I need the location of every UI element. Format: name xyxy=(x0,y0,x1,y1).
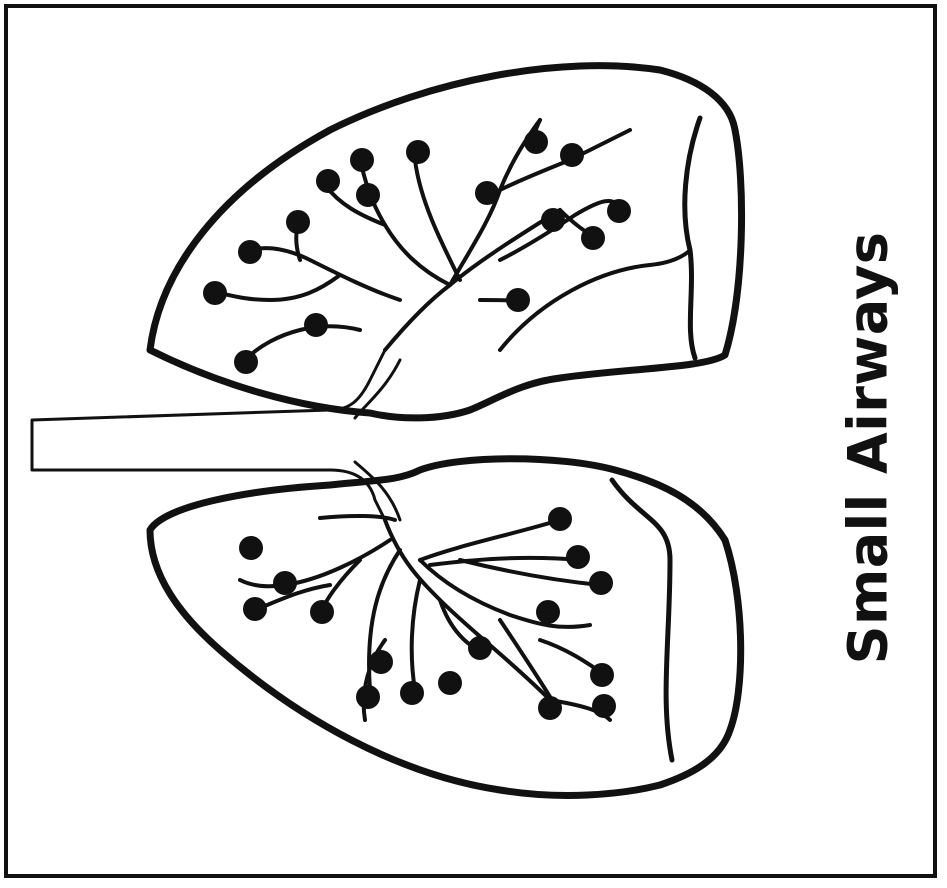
small-airway-node xyxy=(406,140,430,164)
small-airway-node xyxy=(234,350,258,374)
small-airway-node xyxy=(548,507,572,531)
small-airway-node xyxy=(316,169,340,193)
trachea-left-edge xyxy=(355,360,400,520)
small-airway-node xyxy=(538,696,562,720)
small-airway-node xyxy=(536,600,560,624)
small-airway-node xyxy=(468,636,492,660)
small-airway-node xyxy=(203,281,227,305)
small-airway-node xyxy=(566,545,590,569)
small-airway-node xyxy=(475,181,499,205)
upper-lung-apex xyxy=(685,118,700,358)
small-airway-node xyxy=(541,208,565,232)
small-airway-node xyxy=(400,681,424,705)
small-airway-node xyxy=(239,536,263,560)
small-airway-node xyxy=(581,226,605,250)
small-airway-node xyxy=(356,685,380,709)
small-airway-node xyxy=(238,240,262,264)
small-airway-node xyxy=(592,694,616,718)
small-airway-node xyxy=(524,130,548,154)
small-airway-node xyxy=(310,600,334,624)
small-airway-node xyxy=(273,571,297,595)
small-airway-node xyxy=(506,288,530,312)
small-airway-node xyxy=(286,210,310,234)
lower-lung-outline xyxy=(150,459,741,796)
small-airway-node xyxy=(350,148,374,172)
small-airway-node xyxy=(590,663,614,687)
small-airway-node xyxy=(589,571,613,595)
diagram-title: Small Airways xyxy=(837,232,900,665)
small-airway-node xyxy=(304,313,328,337)
small-airway-node xyxy=(369,650,393,674)
small-airway-node xyxy=(438,671,462,695)
small-airway-node xyxy=(356,183,380,207)
small-airway-node xyxy=(560,143,584,167)
small-airway-node xyxy=(243,597,267,621)
lower-lung-apex xyxy=(612,480,672,760)
small-airway-node xyxy=(607,199,631,223)
